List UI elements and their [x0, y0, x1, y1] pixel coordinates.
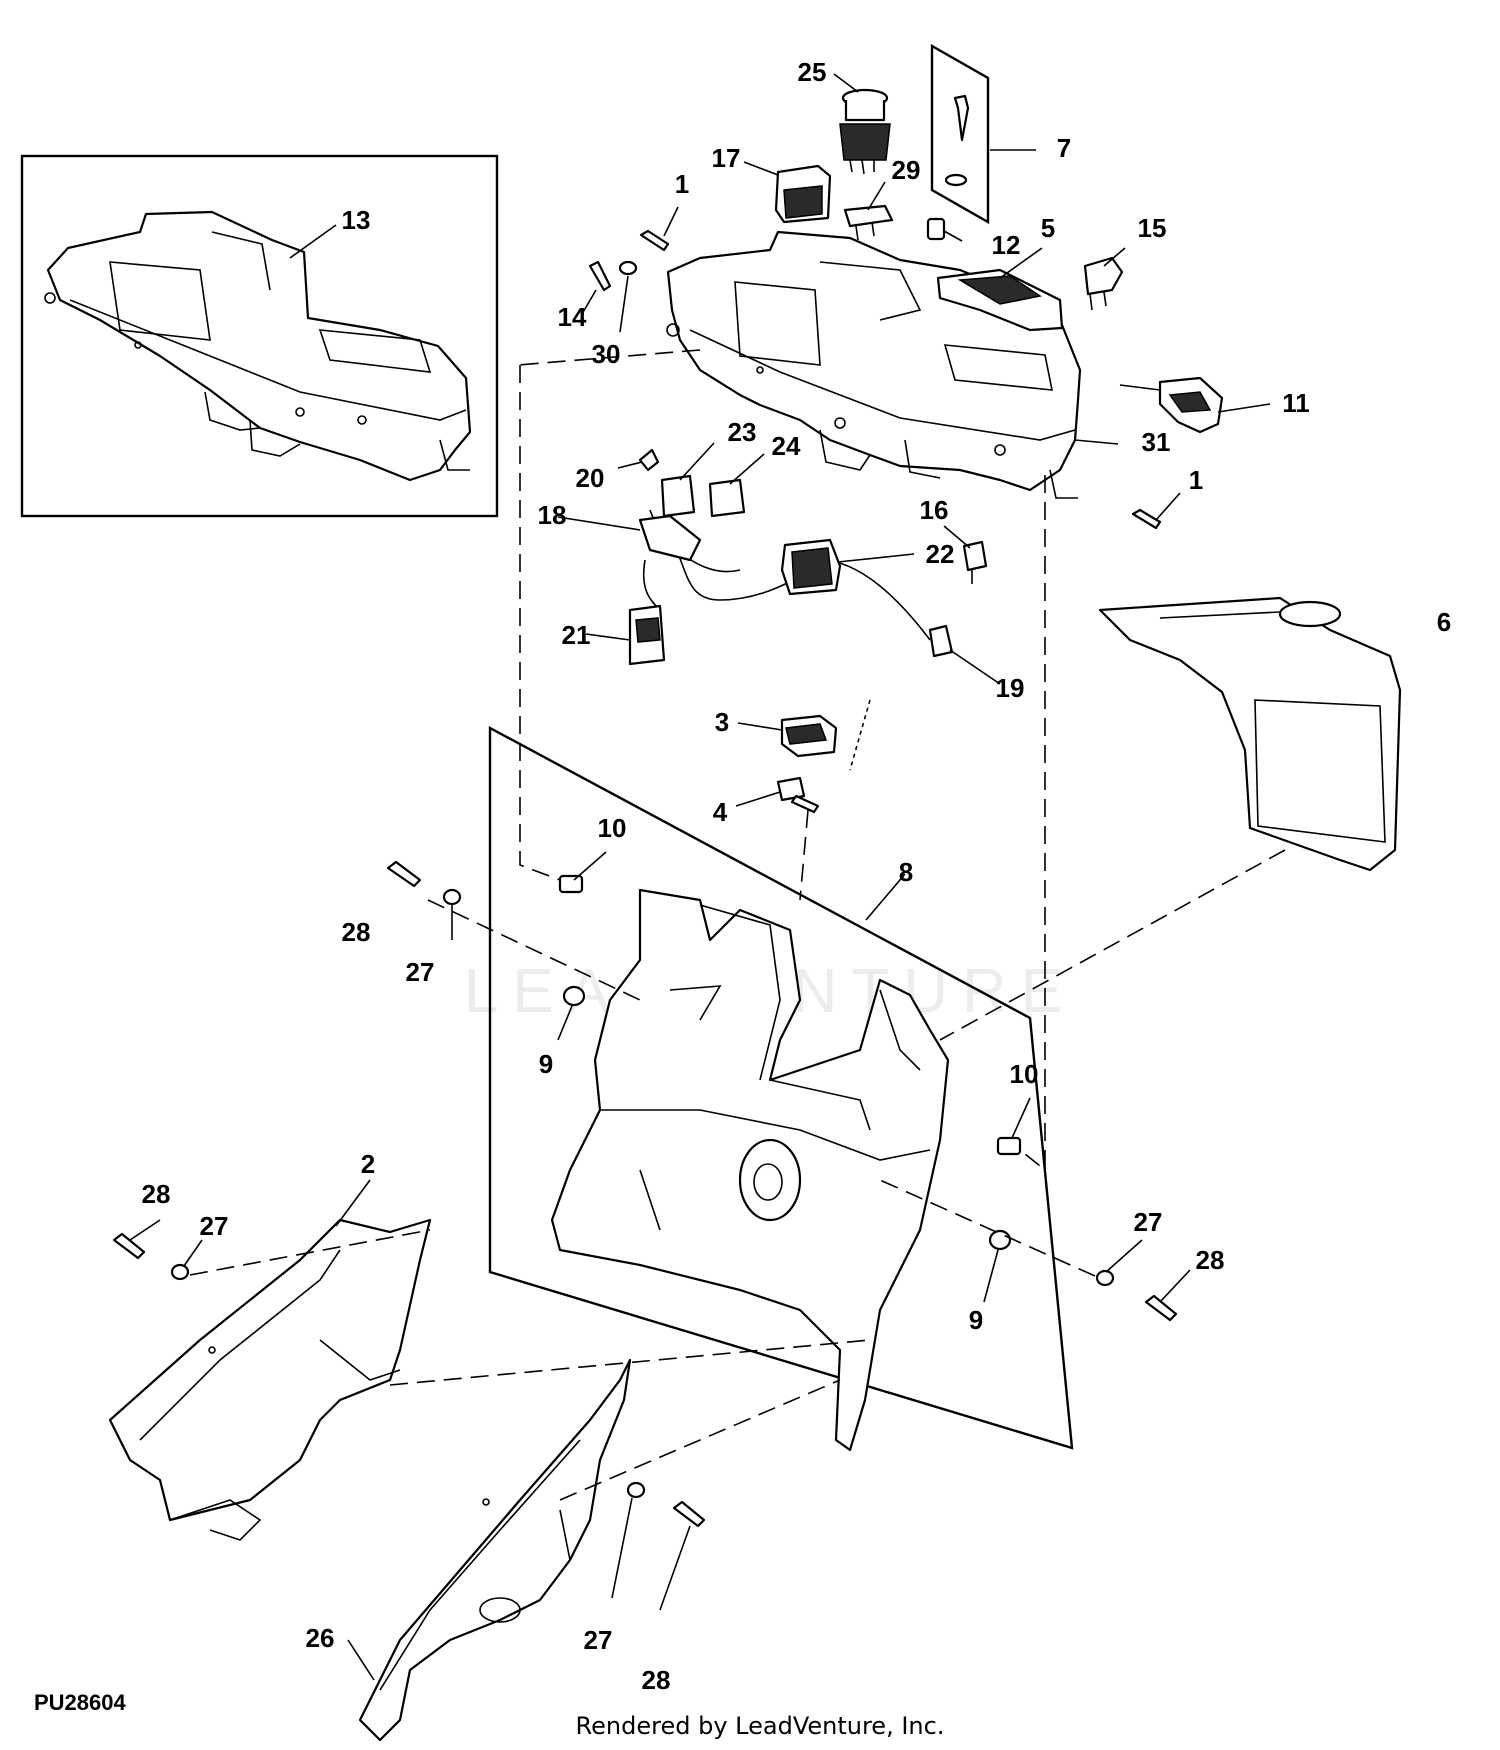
bracket-4[interactable] — [776, 776, 820, 814]
connector-24[interactable] — [708, 478, 746, 518]
bolt-28-a[interactable] — [386, 860, 422, 888]
assembly-line-top — [517, 349, 701, 366]
switch-3[interactable] — [780, 714, 838, 758]
callout-7: 7 — [1057, 133, 1071, 163]
bolt-28-c[interactable] — [1144, 1294, 1178, 1322]
washer-27-b[interactable] — [170, 1263, 190, 1281]
callout-27-b: 27 — [200, 1211, 229, 1241]
assembly-line-right — [1019, 475, 1046, 1172]
callout-4: 4 — [713, 797, 728, 827]
callout-18: 18 — [538, 500, 567, 530]
callout-2: 2 — [361, 1149, 375, 1179]
callout-29: 29 — [892, 155, 921, 185]
nut-10-right[interactable] — [996, 1136, 1022, 1156]
callout-27-c: 27 — [1134, 1207, 1163, 1237]
callout-1-right: 1 — [1189, 465, 1203, 495]
switch-cap-11[interactable] — [1119, 376, 1224, 434]
clip-15[interactable] — [1083, 256, 1124, 311]
callout-28-b: 28 — [142, 1179, 171, 1209]
callout-15: 15 — [1138, 213, 1167, 243]
callout-27-d: 27 — [584, 1625, 613, 1655]
render-credit: Rendered by LeadVenture, Inc. — [576, 1712, 945, 1740]
nut-10-left[interactable] — [558, 874, 584, 894]
callout-9-right: 9 — [969, 1305, 983, 1335]
assembly-line-bolt-a — [427, 899, 641, 1001]
assembly-line-left — [519, 365, 561, 881]
switch-17[interactable] — [774, 164, 832, 224]
bulb-20[interactable] — [638, 448, 660, 472]
connector-19[interactable] — [928, 624, 954, 658]
callout-19: 19 — [996, 673, 1025, 703]
callout-21: 21 — [562, 620, 591, 650]
bolt-28-d[interactable] — [672, 1500, 706, 1528]
side-panel-2[interactable] — [108, 1218, 432, 1541]
connector-21[interactable] — [628, 604, 666, 666]
callout-10-left: 10 — [598, 813, 627, 843]
washer-27-a[interactable] — [442, 888, 462, 906]
screw-14[interactable] — [588, 260, 612, 292]
spacer-12[interactable] — [926, 217, 946, 241]
gauge-bezel-5[interactable] — [936, 268, 1064, 332]
inset-frame — [20, 154, 499, 518]
plug-9-left[interactable] — [562, 985, 586, 1007]
callout-12: 12 — [992, 230, 1021, 260]
callout-26: 26 — [306, 1623, 335, 1653]
callout-28-d: 28 — [642, 1665, 671, 1695]
callout-3: 3 — [715, 707, 729, 737]
leader-lines — [129, 73, 1271, 1681]
callout-28-c: 28 — [1196, 1245, 1225, 1275]
callout-30: 30 — [592, 339, 621, 369]
washer-27-c[interactable] — [1095, 1269, 1115, 1287]
callout-27-a: 27 — [406, 957, 435, 987]
assembly-line-bolt-b — [189, 1229, 431, 1276]
callout-24: 24 — [772, 431, 801, 461]
screw-kit-7[interactable] — [930, 43, 990, 225]
callout-17: 17 — [712, 143, 741, 173]
callout-25: 25 — [798, 57, 827, 87]
drawing-id: PU28604 — [34, 1690, 127, 1715]
connector-22[interactable] — [780, 538, 842, 596]
callout-1-top: 1 — [675, 169, 689, 199]
callout-31: 31 — [1142, 427, 1171, 457]
bolt-28-b[interactable] — [112, 1232, 146, 1260]
cable-tie — [849, 699, 871, 771]
dash-panel-13[interactable] — [44, 210, 472, 482]
screw-1-top[interactable] — [639, 229, 670, 252]
callout-6: 6 — [1437, 607, 1451, 637]
washer-27-d[interactable] — [626, 1481, 646, 1499]
key-switch-25[interactable] — [839, 88, 891, 175]
plug-29[interactable] — [843, 204, 894, 241]
assembly-line-hood — [939, 849, 1286, 1041]
connector-23[interactable] — [660, 474, 696, 518]
callout-14: 14 — [558, 302, 587, 332]
callout-20: 20 — [576, 463, 605, 493]
washer-30[interactable] — [618, 260, 638, 276]
plug-9-right[interactable] — [988, 1229, 1012, 1251]
side-panel-26[interactable] — [358, 1358, 632, 1742]
switch-16[interactable] — [962, 540, 988, 584]
lower-console-8[interactable] — [550, 888, 950, 1452]
callout-16: 16 — [920, 495, 949, 525]
callout-5: 5 — [1041, 213, 1055, 243]
callout-11: 11 — [1282, 388, 1310, 418]
callout-10-right: 10 — [1010, 1059, 1039, 1089]
assembly-line-bolt-d — [559, 1379, 841, 1501]
assembly-line-bracket — [799, 809, 809, 901]
hood-6[interactable] — [1098, 596, 1402, 872]
callout-13: 13 — [342, 205, 371, 235]
callout-23: 23 — [728, 417, 757, 447]
assembly-line-bolt-c — [879, 1179, 1096, 1277]
callout-9-left: 9 — [539, 1049, 553, 1079]
callout-22: 22 — [926, 539, 955, 569]
callout-28-a: 28 — [342, 917, 371, 947]
dash-panel-31[interactable] — [666, 230, 1082, 499]
screw-1-right[interactable] — [1131, 508, 1162, 530]
console-frame-8 — [488, 725, 1074, 1450]
callout-8: 8 — [899, 857, 913, 887]
